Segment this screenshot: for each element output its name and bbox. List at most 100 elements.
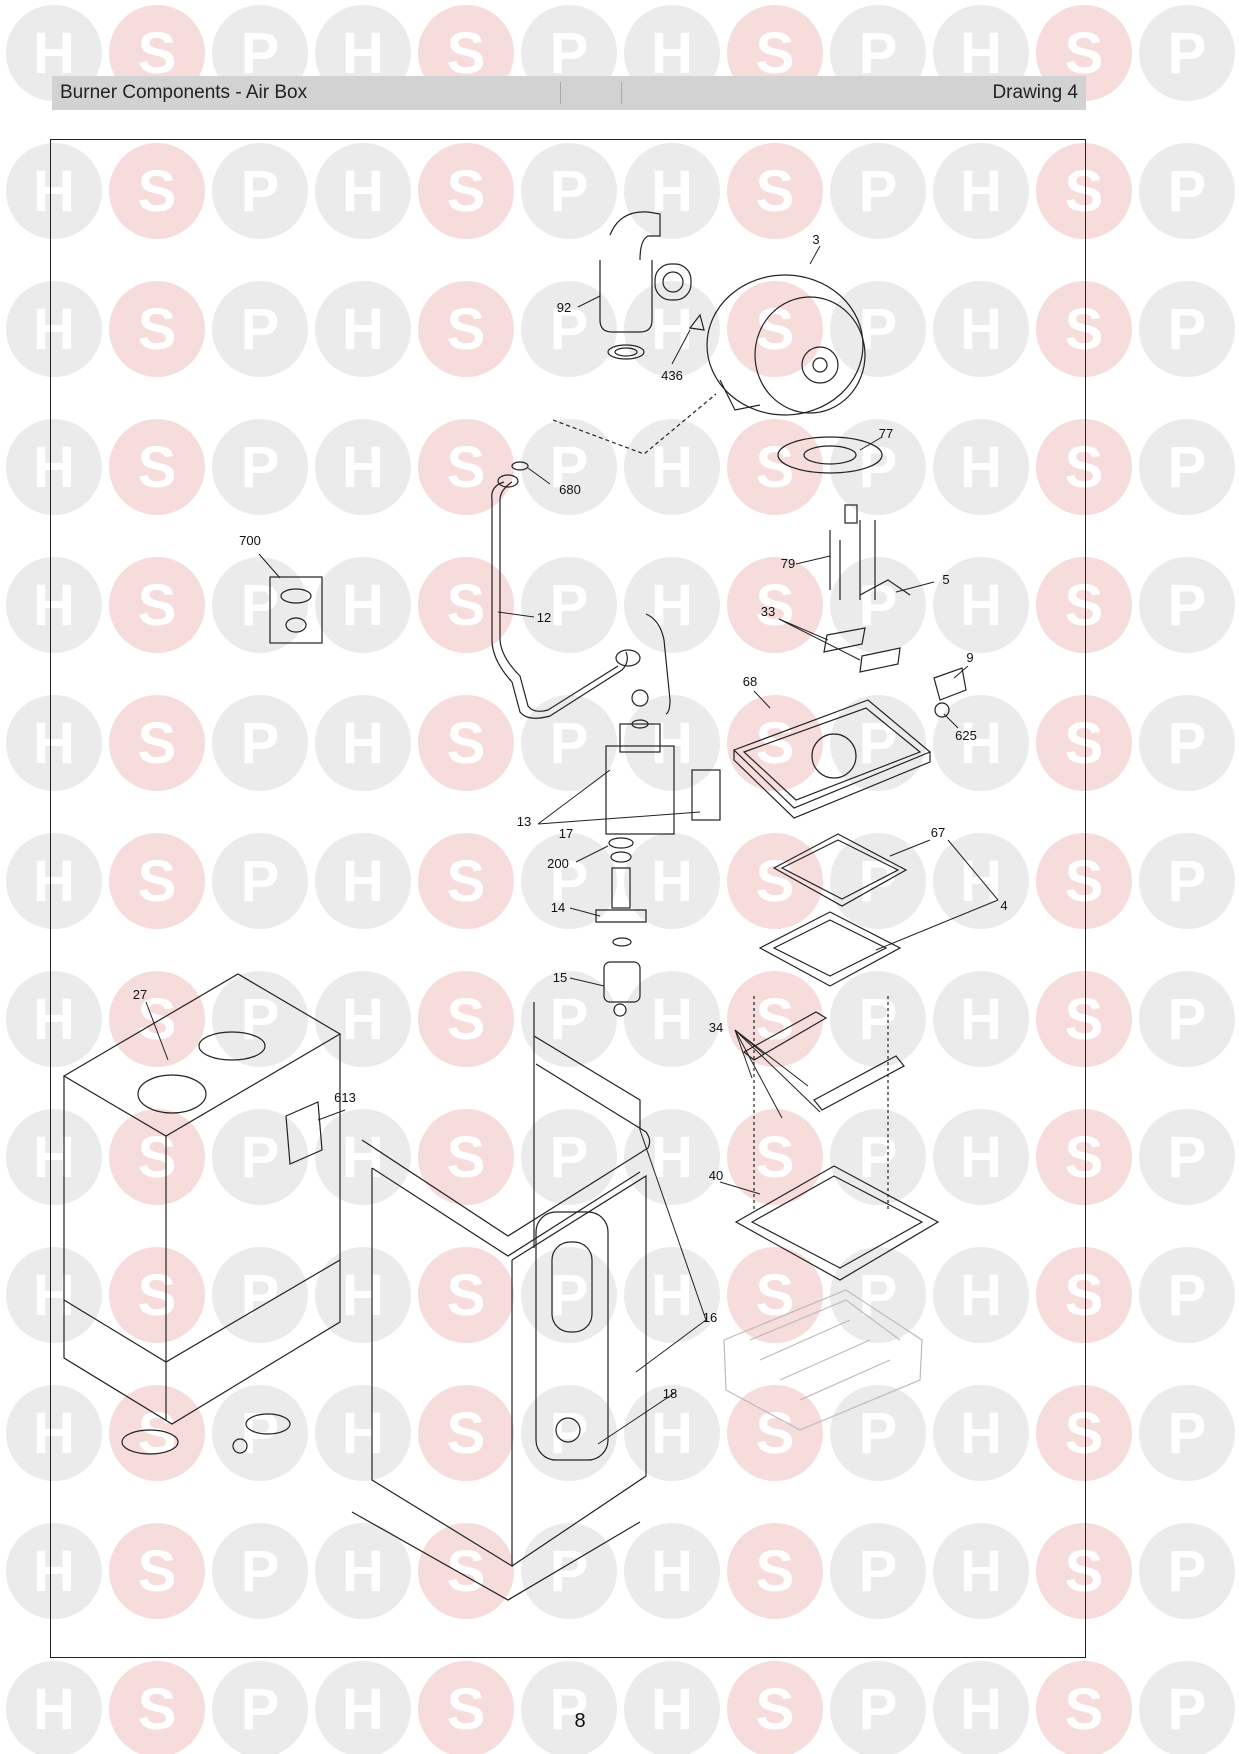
watermark-tile: S: [109, 695, 205, 791]
svg-text:P: P: [859, 21, 898, 86]
watermark-tile: H: [315, 1247, 411, 1343]
watermark-tile: P: [830, 281, 926, 377]
svg-text:H: H: [342, 711, 384, 776]
watermark-tile: S: [1036, 281, 1132, 377]
watermark-tile: P: [212, 971, 308, 1067]
watermark-tile: S: [727, 1385, 823, 1481]
watermark-tile: P: [521, 143, 617, 239]
svg-text:S: S: [138, 1539, 177, 1604]
gas-fitting-parts: [595, 837, 647, 1017]
watermark-tile: H: [933, 1385, 1029, 1481]
svg-text:P: P: [241, 21, 280, 86]
callout-16: 16: [703, 1310, 717, 1325]
watermark-tile: H: [933, 419, 1029, 515]
watermark-tile: P: [1139, 1109, 1235, 1205]
svg-text:P: P: [241, 849, 280, 914]
svg-text:P: P: [1168, 1125, 1207, 1190]
watermark-tile: P: [830, 1523, 926, 1619]
fan-assembly-part: [688, 274, 883, 474]
svg-text:S: S: [1065, 435, 1104, 500]
watermark-tile: P: [830, 1247, 926, 1343]
watermark-tile: S: [727, 833, 823, 929]
callout-68: 68: [743, 674, 757, 689]
watermark-tile: S: [418, 1109, 514, 1205]
svg-text:P: P: [550, 159, 589, 224]
svg-text:H: H: [651, 573, 693, 638]
watermark-tile: H: [624, 833, 720, 929]
svg-text:S: S: [447, 1677, 486, 1742]
watermark-tile: H: [315, 1385, 411, 1481]
svg-text:P: P: [550, 573, 589, 638]
electrode-parts: [823, 504, 911, 673]
svg-text:P: P: [1168, 711, 1207, 776]
bracket-parts: [933, 667, 967, 718]
svg-text:S: S: [447, 159, 486, 224]
callout-27: 27: [133, 987, 147, 1002]
watermark-tile: P: [1139, 281, 1235, 377]
watermark-tile: P: [521, 1661, 617, 1754]
svg-text:H: H: [960, 1125, 1002, 1190]
watermark-tile: P: [830, 695, 926, 791]
watermark-tile: S: [109, 1523, 205, 1619]
watermark-tile: S: [418, 419, 514, 515]
callout-200: 200: [547, 856, 569, 871]
callout-12: 12: [537, 610, 551, 625]
support-bar-parts: [742, 996, 905, 1210]
watermark-tile: S: [1036, 971, 1132, 1067]
watermark-tile: S: [1036, 1109, 1132, 1205]
callout-13: 13: [517, 814, 531, 829]
watermark-tile: P: [212, 695, 308, 791]
watermark-tile: S: [727, 1661, 823, 1754]
svg-text:S: S: [447, 435, 486, 500]
svg-text:H: H: [960, 1401, 1002, 1466]
watermark-tile: H: [624, 1661, 720, 1754]
watermark-tile: P: [830, 557, 926, 653]
watermark-tile: S: [418, 557, 514, 653]
svg-text:S: S: [1065, 21, 1104, 86]
watermark-tile: P: [1139, 1661, 1235, 1754]
svg-text:S: S: [138, 435, 177, 500]
burner-plate-part: [732, 699, 932, 819]
callout-34: 34: [709, 1020, 723, 1035]
svg-text:P: P: [241, 159, 280, 224]
svg-text:P: P: [550, 849, 589, 914]
callout-leaders: [145, 245, 999, 1445]
watermark-tile: S: [109, 281, 205, 377]
svg-text:P: P: [550, 1125, 589, 1190]
svg-text:S: S: [1065, 849, 1104, 914]
svg-text:S: S: [756, 21, 795, 86]
watermark-tile: P: [830, 1109, 926, 1205]
watermark-tile: S: [418, 281, 514, 377]
svg-text:S: S: [756, 435, 795, 500]
svg-text:P: P: [241, 711, 280, 776]
svg-text:P: P: [550, 435, 589, 500]
svg-text:P: P: [1168, 1677, 1207, 1742]
svg-text:P: P: [859, 1401, 898, 1466]
flue-elbow-part: [599, 211, 692, 360]
watermark-tile: H: [315, 833, 411, 929]
watermark-tile: P: [830, 971, 926, 1067]
svg-text:S: S: [756, 1125, 795, 1190]
watermark-tile: P: [212, 143, 308, 239]
watermark-tile: S: [109, 419, 205, 515]
watermark-tile: H: [6, 1109, 102, 1205]
watermark-tile: S: [418, 1247, 514, 1343]
watermark-tile: H: [933, 971, 1029, 1067]
svg-text:S: S: [447, 1125, 486, 1190]
svg-text:H: H: [342, 573, 384, 638]
callout-4: 4: [1000, 898, 1007, 913]
svg-text:H: H: [33, 1263, 75, 1328]
svg-text:H: H: [651, 1263, 693, 1328]
watermark-tile: P: [212, 281, 308, 377]
watermark-tile: H: [6, 419, 102, 515]
header-divider: [560, 82, 622, 104]
svg-text:S: S: [447, 1539, 486, 1604]
watermark-tile: H: [624, 1385, 720, 1481]
watermark-tile: H: [933, 281, 1029, 377]
svg-text:P: P: [550, 1677, 589, 1742]
svg-text:S: S: [756, 711, 795, 776]
svg-text:H: H: [960, 21, 1002, 86]
watermark-tile: P: [521, 833, 617, 929]
watermark-tile: H: [315, 281, 411, 377]
